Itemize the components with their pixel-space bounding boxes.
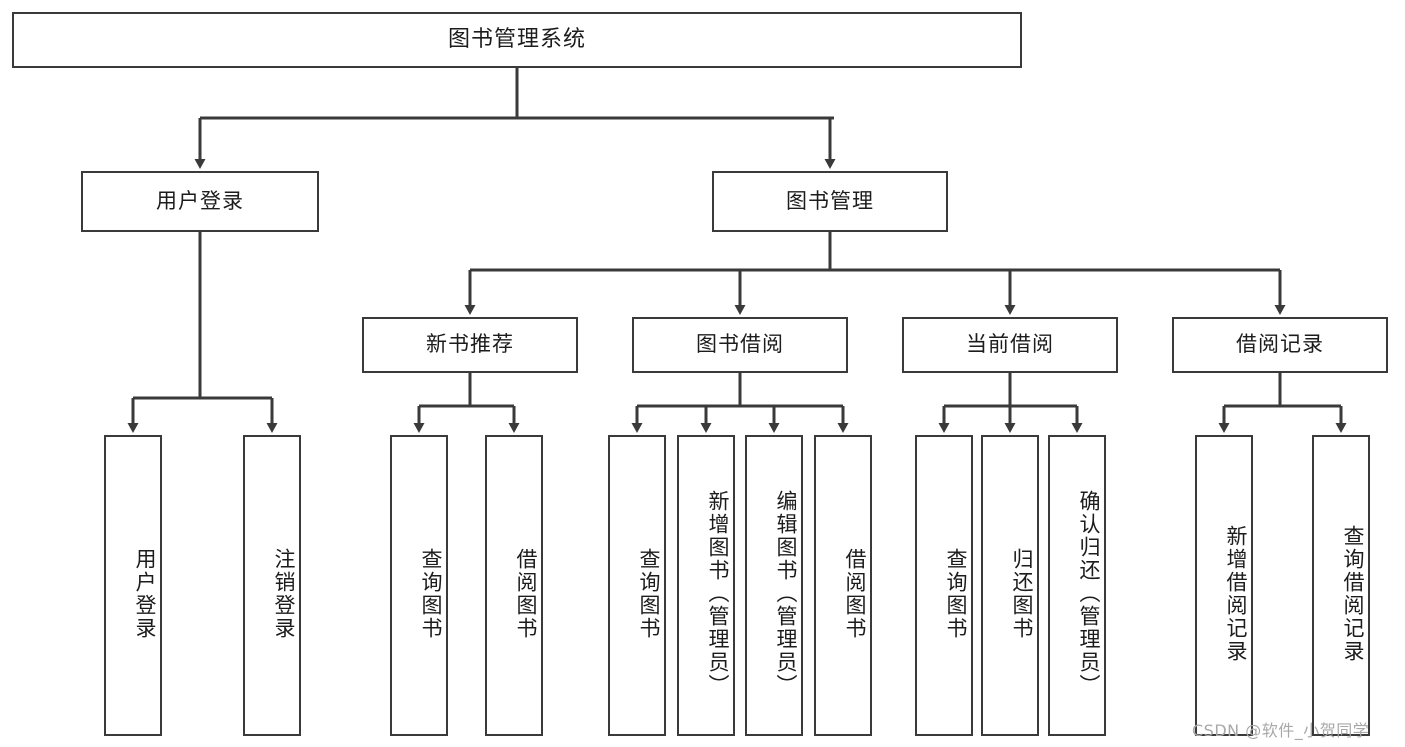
leaf-query-book-1[interactable]: 查询图书 [390,435,448,736]
node-book-borrow[interactable]: 图书借阅 [632,317,848,373]
node-label: 借阅图书 [843,547,867,640]
node-borrow-record[interactable]: 借阅记录 [1172,317,1388,373]
node-label: 新增借阅记录 [1224,524,1248,663]
node-label: 查询图书 [419,547,443,640]
leaf-user-login[interactable]: 用户登录 [104,435,162,736]
node-label: 新书推荐 [426,332,514,357]
node-label: 查询图书 [944,547,968,640]
node-label: 图书管理 [786,188,874,213]
leaf-confirm-return[interactable]: 确认归还（管理员） [1048,435,1106,736]
node-label: 新增图书（管理员） [706,490,730,697]
node-root-system[interactable]: 图书管理系统 [12,12,1022,68]
leaf-query-book-2[interactable]: 查询图书 [608,435,666,736]
leaf-edit-book[interactable]: 编辑图书（管理员） [745,435,803,736]
node-label: 图书管理系统 [447,26,586,52]
node-new-book-recommend[interactable]: 新书推荐 [362,317,578,373]
node-label: 借阅记录 [1236,332,1324,357]
leaf-query-record[interactable]: 查询借阅记录 [1312,435,1370,736]
node-label: 查询借阅记录 [1341,524,1365,663]
leaf-borrow-book-1[interactable]: 借阅图书 [485,435,543,736]
node-label: 编辑图书（管理员） [774,490,798,697]
leaf-query-book-3[interactable]: 查询图书 [915,435,973,736]
node-label: 用户登录 [156,188,244,213]
node-label: 当前借阅 [966,332,1054,357]
leaf-add-record[interactable]: 新增借阅记录 [1195,435,1253,736]
node-label: 注销登录 [272,547,296,640]
node-label: 查询图书 [637,547,661,640]
node-current-borrow[interactable]: 当前借阅 [902,317,1118,373]
csdn-watermark: CSDN @软件_小贺同学 [1192,721,1370,740]
node-label: 借阅图书 [514,547,538,640]
node-label: 用户登录 [133,547,157,640]
node-label: 归还图书 [1010,547,1034,640]
leaf-logout[interactable]: 注销登录 [243,435,301,736]
node-label: 确认归还（管理员） [1077,490,1101,697]
node-user-login[interactable]: 用户登录 [81,171,319,232]
node-book-manage[interactable]: 图书管理 [712,171,948,232]
node-label: 图书借阅 [696,332,784,357]
leaf-borrow-book-2[interactable]: 借阅图书 [814,435,872,736]
leaf-return-book[interactable]: 归还图书 [981,435,1039,736]
leaf-add-book[interactable]: 新增图书（管理员） [677,435,735,736]
